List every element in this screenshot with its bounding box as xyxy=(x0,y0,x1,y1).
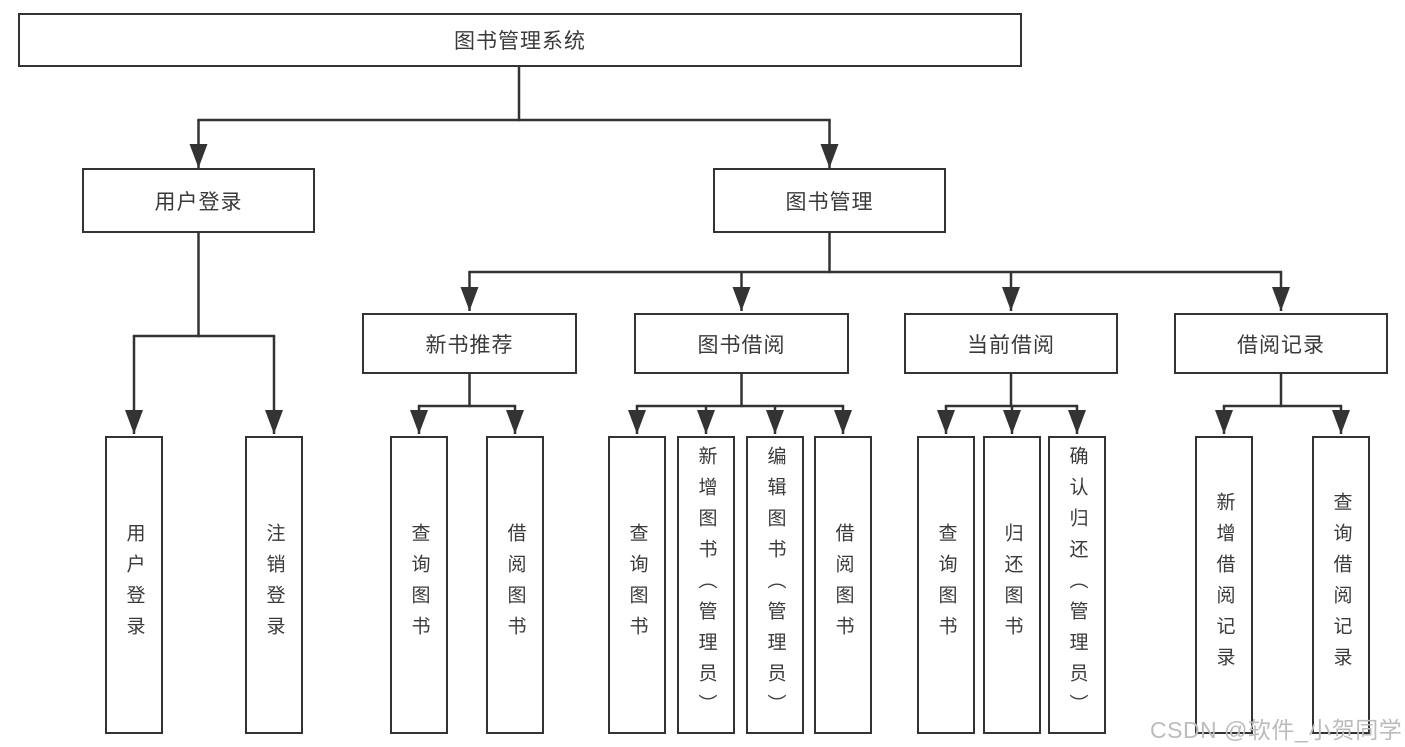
node-user-login: 用户登录 xyxy=(82,168,315,233)
node-leaf-confirm-return-admin: 确认归还（管理员） xyxy=(1048,436,1106,734)
node-current-borrow: 当前借阅 xyxy=(904,313,1118,374)
node-book-management: 图书管理 xyxy=(713,168,946,233)
node-leaf-logout: 注销登录 xyxy=(245,436,303,734)
node-borrow-records: 借阅记录 xyxy=(1174,313,1388,374)
node-leaf-edit-books-admin: 编辑图书（管理员） xyxy=(746,436,804,734)
node-leaf-user-login: 用户登录 xyxy=(105,436,163,734)
node-book-borrow: 图书借阅 xyxy=(634,313,849,374)
node-leaf-query-borrow-record: 查询借阅记录 xyxy=(1312,436,1370,734)
node-leaf-add-borrow-record: 新增借阅记录 xyxy=(1195,436,1253,734)
node-new-book-recommend: 新书推荐 xyxy=(362,313,577,374)
csdn-watermark: CSDN @软件_小贺同学 xyxy=(1150,717,1403,743)
connector-new-book-recommend-children xyxy=(410,372,524,434)
connector-book-management-children xyxy=(460,231,1290,311)
node-leaf-return-books: 归还图书 xyxy=(983,436,1041,734)
connector-borrow-records-children xyxy=(1215,372,1350,434)
node-leaf-query-books-current: 查询图书 xyxy=(917,436,975,734)
connector-book-borrow-children xyxy=(628,372,852,434)
node-leaf-borrow-books: 借阅图书 xyxy=(814,436,872,734)
connector-root-to-level2 xyxy=(189,66,839,168)
connector-current-borrow-children xyxy=(937,372,1086,434)
node-library-system: 图书管理系统 xyxy=(18,13,1022,67)
node-leaf-borrow-books-recommend: 借阅图书 xyxy=(486,436,544,734)
connector-user-login-children xyxy=(125,231,283,434)
node-leaf-add-books-admin: 新增图书（管理员） xyxy=(677,436,735,734)
node-leaf-query-books-recommend: 查询图书 xyxy=(390,436,448,734)
node-leaf-query-books-borrow: 查询图书 xyxy=(608,436,666,734)
